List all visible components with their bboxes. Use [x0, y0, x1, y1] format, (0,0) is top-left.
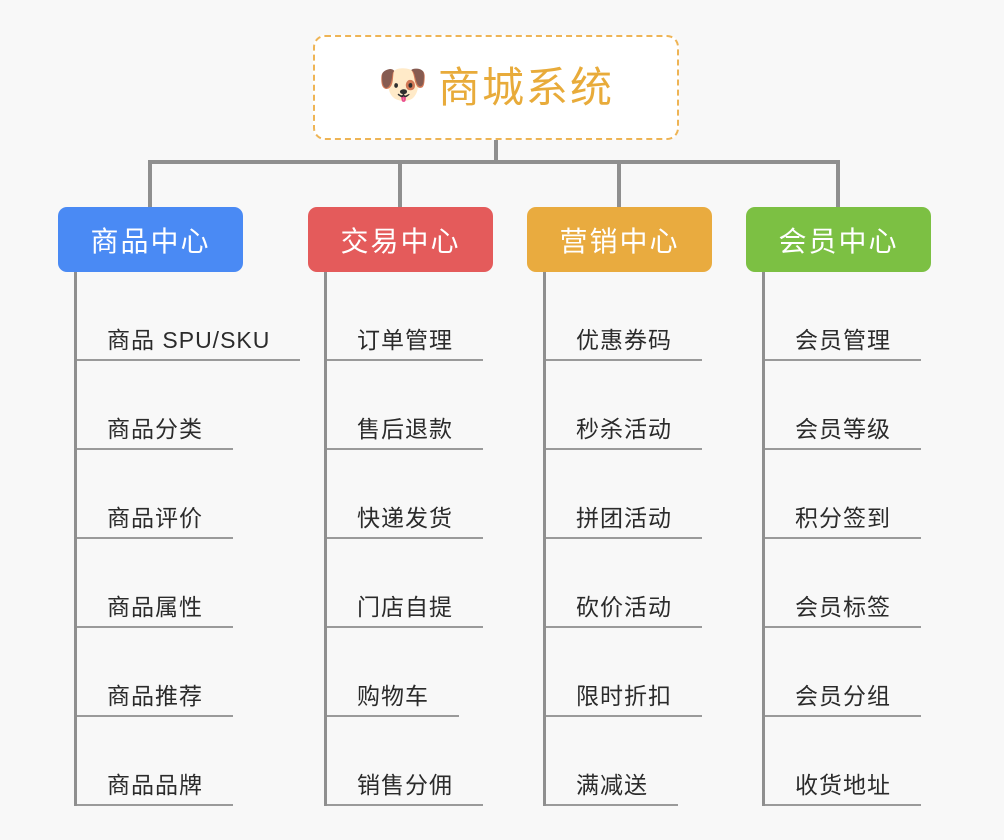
leaf-label: 拼团活动 [546, 505, 702, 539]
leaf-label: 商品属性 [77, 594, 233, 628]
shiba-dog-face-icon: 🐶 [377, 62, 428, 107]
branch-header-1[interactable]: 商品中心 [58, 207, 243, 272]
list-item[interactable]: 收货地址 [765, 717, 931, 806]
list-item[interactable]: 商品属性 [77, 539, 243, 628]
list-item[interactable]: 砍价活动 [546, 539, 712, 628]
connector-horizontal-bus [148, 160, 840, 164]
leaf-label: 商品分类 [77, 416, 233, 450]
list-item[interactable]: 商品推荐 [77, 628, 243, 717]
list-item[interactable]: 会员分组 [765, 628, 931, 717]
connector-drop-4 [836, 160, 840, 207]
list-item[interactable]: 购物车 [327, 628, 493, 717]
connector-drop-1 [148, 160, 152, 207]
list-item[interactable]: 秒杀活动 [546, 361, 712, 450]
branch-营销中心: 营销中心 优惠券码 秒杀活动 拼团活动 砍价活动 限时折扣 满减送 [527, 207, 712, 806]
leaf-label: 快递发货 [327, 505, 483, 539]
leaf-label: 秒杀活动 [546, 416, 702, 450]
list-item[interactable]: 会员等级 [765, 361, 931, 450]
leaf-label: 会员标签 [765, 594, 921, 628]
root-title: 商城系统 [437, 63, 614, 111]
leaf-label: 订单管理 [327, 327, 483, 361]
branch-children-1: 商品 SPU/SKU 商品分类 商品评价 商品属性 商品推荐 商品品牌 [74, 272, 301, 806]
branch-header-2[interactable]: 交易中心 [308, 207, 493, 272]
list-item[interactable]: 商品品牌 [77, 717, 243, 806]
leaf-label: 商品品牌 [77, 772, 233, 806]
leaf-label: 商品评价 [77, 505, 233, 539]
branch-children-4: 会员管理 会员等级 积分签到 会员标签 会员分组 收货地址 [762, 272, 931, 806]
list-item[interactable]: 商品分类 [77, 361, 243, 450]
list-item[interactable]: 商品 SPU/SKU [77, 272, 301, 361]
leaf-label: 收货地址 [765, 772, 921, 806]
branch-header-4[interactable]: 会员中心 [746, 207, 931, 272]
list-item[interactable]: 拼团活动 [546, 450, 712, 539]
leaf-label: 积分签到 [765, 505, 921, 539]
leaf-label: 商品 SPU/SKU [77, 327, 301, 361]
leaf-label: 限时折扣 [546, 683, 702, 717]
list-item[interactable]: 会员管理 [765, 272, 931, 361]
connector-root-stem [494, 140, 498, 163]
leaf-label: 满减送 [546, 772, 678, 806]
leaf-label: 会员管理 [765, 327, 921, 361]
leaf-label: 会员等级 [765, 416, 921, 450]
leaf-label: 销售分佣 [327, 772, 483, 806]
list-item[interactable]: 门店自提 [327, 539, 493, 628]
list-item[interactable]: 销售分佣 [327, 717, 493, 806]
leaf-label: 商品推荐 [77, 683, 233, 717]
branch-商品中心: 商品中心 商品 SPU/SKU 商品分类 商品评价 商品属性 商品推荐 商品品牌 [58, 207, 301, 806]
branch-children-3: 优惠券码 秒杀活动 拼团活动 砍价活动 限时折扣 满减送 [543, 272, 712, 806]
leaf-label: 砍价活动 [546, 594, 702, 628]
connector-drop-2 [398, 160, 402, 207]
list-item[interactable]: 优惠券码 [546, 272, 712, 361]
root-node[interactable]: 🐶 商城系统 [313, 35, 679, 140]
list-item[interactable]: 限时折扣 [546, 628, 712, 717]
leaf-label: 购物车 [327, 683, 459, 717]
leaf-label: 优惠券码 [546, 327, 702, 361]
branch-会员中心: 会员中心 会员管理 会员等级 积分签到 会员标签 会员分组 收货地址 [746, 207, 931, 806]
connector-drop-3 [617, 160, 621, 207]
list-item[interactable]: 会员标签 [765, 539, 931, 628]
branch-children-2: 订单管理 售后退款 快递发货 门店自提 购物车 销售分佣 [324, 272, 493, 806]
list-item[interactable]: 满减送 [546, 717, 712, 806]
list-item[interactable]: 积分签到 [765, 450, 931, 539]
list-item[interactable]: 售后退款 [327, 361, 493, 450]
leaf-label: 门店自提 [327, 594, 483, 628]
list-item[interactable]: 快递发货 [327, 450, 493, 539]
leaf-label: 会员分组 [765, 683, 921, 717]
list-item[interactable]: 订单管理 [327, 272, 493, 361]
leaf-label: 售后退款 [327, 416, 483, 450]
branch-交易中心: 交易中心 订单管理 售后退款 快递发货 门店自提 购物车 销售分佣 [308, 207, 493, 806]
list-item[interactable]: 商品评价 [77, 450, 243, 539]
branch-header-3[interactable]: 营销中心 [527, 207, 712, 272]
